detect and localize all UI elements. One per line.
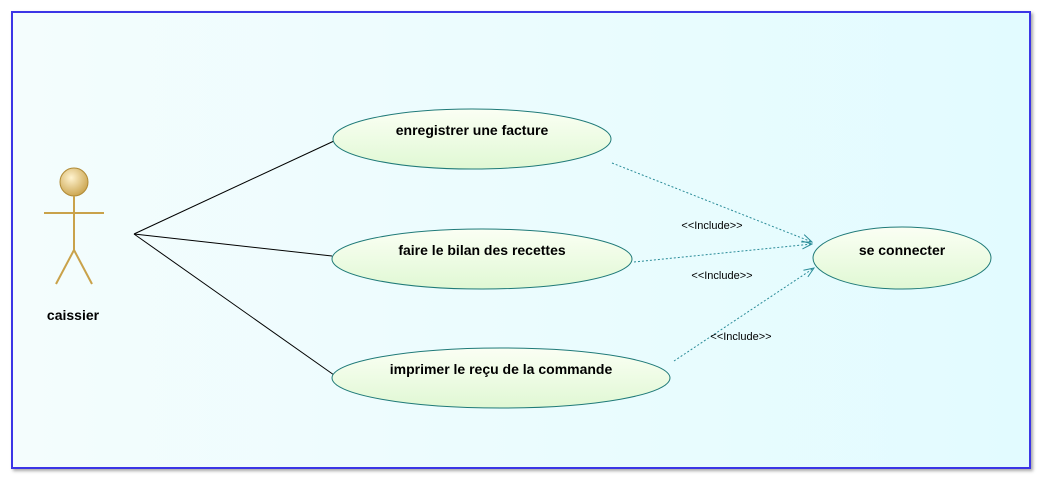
use-case-label: se connecter [859,242,946,258]
use-case-ellipse[interactable] [331,347,671,409]
actor-left-leg-icon [55,249,75,285]
use-case-label: faire le bilan des recettes [398,242,566,258]
include-label-2: <<Include>> [691,270,752,282]
use-case-label: imprimer le reçu de la commande [390,361,613,377]
association-uc2[interactable] [133,233,333,257]
use-case-label: enregistrer une facture [396,122,549,138]
actor-caissier[interactable]: caissier [44,167,104,323]
use-case-ellipse[interactable] [331,228,633,290]
include-label-1: <<Include>> [681,220,742,232]
include-label-3: <<Include>> [710,331,771,343]
include-uc3-to-uc4[interactable] [673,268,814,362]
include-relations: <<Include>> <<Include>> <<Include>> [611,162,814,362]
association-uc3[interactable] [133,233,335,376]
association-uc1[interactable] [133,140,335,235]
actor-name: caissier [47,307,100,323]
use-case-bilan-recettes[interactable]: faire le bilan des recettes [331,228,633,290]
use-case-enregistrer-facture[interactable]: enregistrer une facture [332,108,612,170]
use-case-imprimer-recu[interactable]: imprimer le reçu de la commande [331,347,671,409]
actor-right-leg-icon [73,249,93,285]
use-case-ellipse[interactable] [812,226,992,290]
use-case-se-connecter[interactable]: se connecter [812,226,992,290]
actor-head-icon [59,167,89,197]
use-case-ellipse[interactable] [332,108,612,170]
include-uc2-to-uc4[interactable] [633,244,812,263]
diagram-frame [11,11,1031,469]
associations [133,140,335,376]
